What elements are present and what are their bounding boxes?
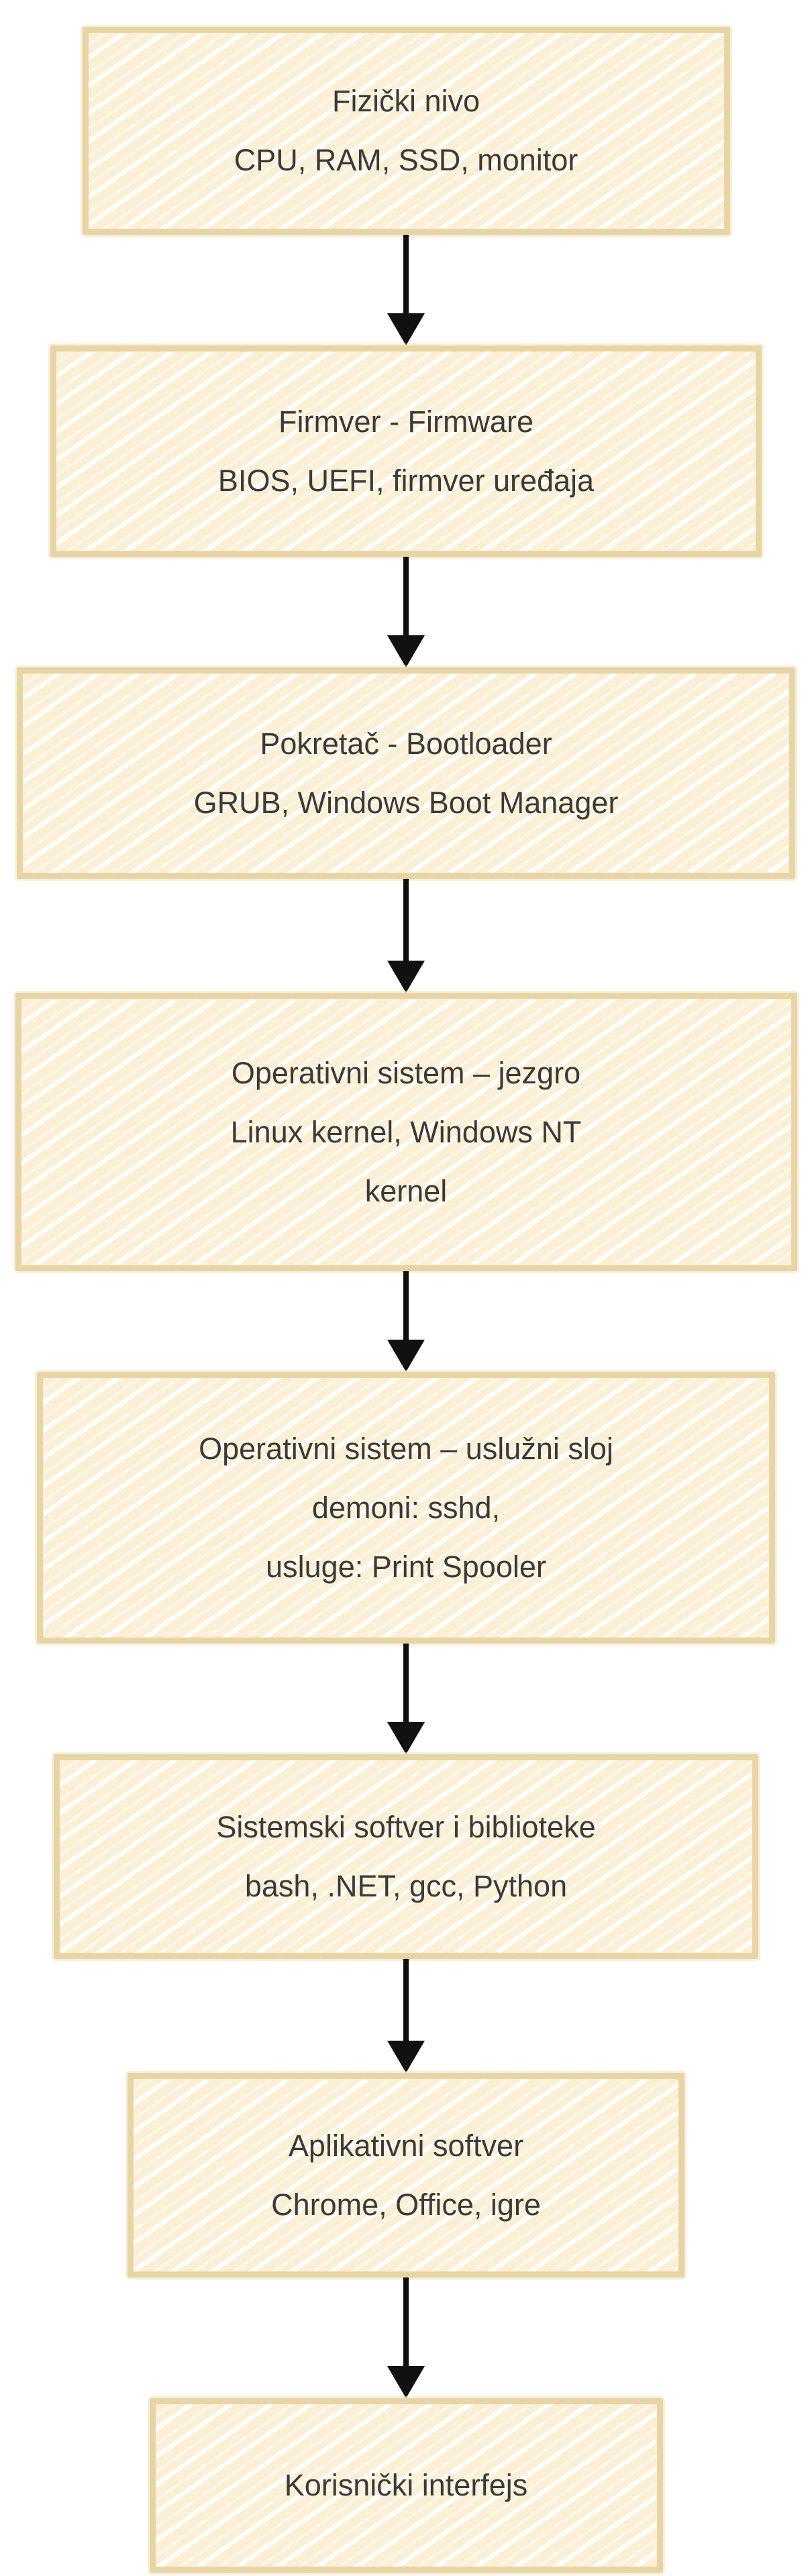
- node-examples: GRUB, Windows Boot Manager: [193, 785, 619, 820]
- node-title: Fizički nivo: [332, 84, 480, 118]
- arrow-head-icon: [387, 1340, 425, 1372]
- arrow-shaft: [403, 879, 409, 961]
- flow-node-os-usluzni-sloj: Operativni sistem – uslužni sloj demoni:…: [37, 1372, 775, 1644]
- node-examples: usluge: Print Spooler: [266, 1549, 546, 1584]
- arrow-head-icon: [387, 1722, 425, 1754]
- flow-node-aplikativni-softver: Aplikativni softver Chrome, Office, igre: [128, 2073, 684, 2277]
- flow-node-sistemski-softver: Sistemski softver i biblioteke bash, .NE…: [54, 1754, 758, 1959]
- node-examples: CPU, RAM, SSD, monitor: [234, 143, 578, 177]
- down-arrow: [386, 235, 426, 345]
- node-title: Firmver - Firmware: [278, 404, 534, 439]
- arrow-shaft: [403, 1644, 409, 1722]
- arrow-head-icon: [387, 635, 425, 667]
- arrow-shaft: [403, 2277, 409, 2366]
- down-arrow: [386, 1644, 426, 1754]
- down-arrow: [386, 2277, 426, 2398]
- down-arrow: [386, 557, 426, 667]
- flow-node-os-jezgro: Operativni sistem – jezgro Linux kernel,…: [15, 993, 797, 1271]
- flow-node-firmver: Firmver - Firmware BIOS, UEFI, firmver u…: [50, 345, 762, 557]
- node-examples: BIOS, UEFI, firmver uređaja: [217, 463, 595, 498]
- node-title: Aplikativni softver: [288, 2128, 524, 2163]
- node-examples: Linux kernel, Windows NT: [230, 1114, 582, 1149]
- flow-node-fizicki-nivo: Fizički nivo CPU, RAM, SSD, monitor: [82, 27, 730, 235]
- node-title: Korisnički interfejs: [284, 2468, 528, 2502]
- arrow-head-icon: [387, 2041, 425, 2073]
- node-title: Sistemski softver i biblioteke: [216, 1809, 596, 1844]
- down-arrow: [386, 1959, 426, 2073]
- node-title: Operativni sistem – jezgro: [231, 1055, 581, 1090]
- node-examples: bash, .NET, gcc, Python: [244, 1868, 568, 1903]
- down-arrow: [386, 1271, 426, 1372]
- arrow-head-icon: [387, 2366, 425, 2398]
- arrow-shaft: [403, 557, 409, 635]
- down-arrow: [386, 879, 426, 993]
- arrow-head-icon: [387, 961, 425, 993]
- node-examples: Chrome, Office, igre: [271, 2187, 541, 2222]
- node-examples: demoni: sshd,: [311, 1490, 501, 1525]
- arrow-shaft: [403, 1959, 409, 2041]
- node-examples: kernel: [364, 1173, 448, 1208]
- arrow-head-icon: [387, 313, 425, 345]
- arrow-shaft: [403, 1271, 409, 1340]
- node-title: Pokretač - Bootloader: [260, 726, 552, 761]
- flow-node-korisnicki-interfejs: Korisnički interfejs: [149, 2398, 663, 2573]
- node-title: Operativni sistem – uslužni sloj: [199, 1431, 613, 1466]
- flow-node-pokretac: Pokretač - Bootloader GRUB, Windows Boot…: [17, 667, 795, 879]
- arrow-shaft: [403, 235, 409, 313]
